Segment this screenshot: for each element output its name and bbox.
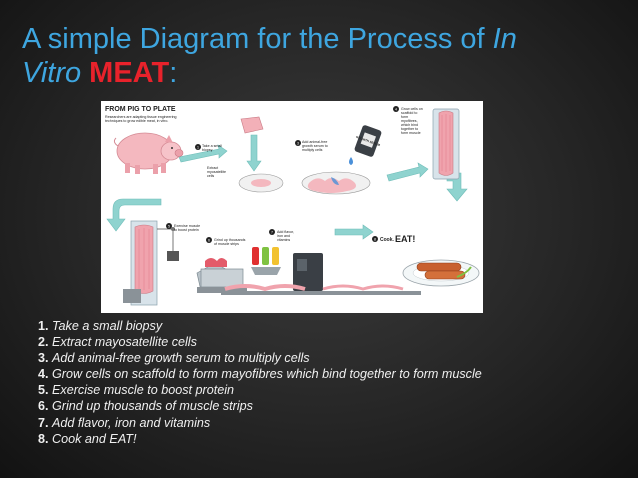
diagram-intro-line-2: techniques to grow edible meat, in vitro… (105, 119, 168, 123)
step-text: Take a small biopsy (52, 319, 163, 333)
step-number: 4 (395, 107, 397, 111)
step-text: Add animal-free growth serum to multiply… (52, 351, 310, 366)
step-num: 8. (38, 431, 49, 446)
label-scaffold-5: which bind (401, 123, 418, 127)
diagram-intro-line-1: Researchers are adapting tissue engineer… (105, 115, 177, 119)
title-vitro: Vitro (22, 57, 82, 89)
diagram-heading: FROM PIG TO PLATE (105, 106, 176, 113)
step-num: 6. (38, 399, 49, 414)
title-colon: : (169, 57, 178, 89)
step-text: Grind up thousands of muscle strips (52, 399, 253, 414)
label-biopsy-1: Take a small (202, 144, 222, 148)
process-step: 4. Grow cells on scaffold to form mayofi… (38, 366, 628, 382)
arrow-icon (106, 198, 162, 232)
arrow-icon (386, 162, 429, 182)
label-scaffold-1: Grow cells on (401, 107, 423, 111)
step-number: 3 (297, 141, 299, 145)
title-part-1: A simple Diagram for the Process of (22, 23, 493, 55)
plate-with-sausages (402, 259, 480, 287)
process-step: 5. Exercise muscle to boost protein (38, 382, 628, 398)
step-number-circle (295, 140, 301, 146)
label-exercise-1: Exercise muscle (174, 224, 200, 228)
process-step: 7. Add flavor, iron and vitamins (38, 415, 628, 431)
label-scaffold-3: form (401, 115, 408, 119)
step-number-circle (372, 236, 378, 242)
growth-serum-bottle: GROWTH SERUM (349, 125, 382, 165)
step-num: 3. (38, 351, 49, 366)
label-biopsy-2: biopsy (202, 148, 213, 152)
process-step: 6. Grind up thousands of muscle strips (38, 398, 628, 414)
label-serum-2: growth serum to (302, 144, 328, 148)
flavor-bottles (251, 247, 281, 275)
step-num: 5. (38, 383, 49, 398)
process-step: 2. Extract mayosatellite cells (38, 334, 628, 350)
process-steps-list: 1. Take a small biopsy 2. Extract mayosa… (38, 318, 628, 447)
conveyor-belt (221, 284, 421, 295)
label-flavor-2: iron and (277, 234, 290, 238)
label-exercise-2: to boost protein (174, 228, 199, 232)
process-step: 8. Cook and EAT! (38, 431, 628, 447)
label-eat: EAT! (395, 234, 415, 244)
label-extract-3: cells (207, 174, 214, 178)
step-number-circle (206, 237, 212, 243)
flow-arrows (106, 134, 468, 240)
step-num: 7. (38, 415, 49, 430)
title-meat: MEAT (89, 57, 170, 89)
step-num: 4. (38, 367, 49, 382)
label-serum-3: multiply cells (302, 148, 323, 152)
slide-title: A simple Diagram for the Process of In V… (22, 22, 622, 90)
step-number: 5 (168, 224, 170, 228)
step-num: 1. (38, 319, 49, 333)
label-grind-1: Grind up thousands (214, 238, 246, 242)
step-text: Add flavor, iron and vitamins (52, 415, 211, 430)
grinder-machine (196, 258, 247, 293)
scaffold-muscle (432, 108, 460, 180)
label-serum-1: Add animal-free (302, 140, 327, 144)
process-step: 1. Take a small biopsy (38, 318, 628, 334)
process-step: 3. Add animal-free growth serum to multi… (38, 350, 628, 366)
step-number: 7 (271, 230, 273, 234)
step-number-circle (195, 144, 201, 150)
step-number: 1 (197, 145, 199, 149)
label-extract-2: myosatellite (207, 170, 226, 174)
step-text: Exercise muscle to boost protein (52, 383, 235, 398)
diagram-canvas: FROM PIG TO PLATE Researchers are adapti… (105, 106, 480, 306)
step-text: Extract mayosatellite cells (52, 335, 197, 350)
step-number-circle (166, 223, 172, 229)
step-number: 6 (208, 238, 210, 242)
arrow-icon (178, 144, 228, 163)
label-scaffold-7: form muscle (401, 131, 421, 135)
step-number: 8 (374, 237, 376, 241)
title-in: In (492, 23, 517, 55)
label-grind-2: of muscle strips (214, 242, 239, 246)
step-number-circle (393, 106, 399, 112)
step-text: Cook and EAT! (52, 431, 137, 446)
arrow-icon (446, 172, 468, 202)
arrow-icon (334, 224, 374, 240)
step-text: Grow cells on scaffold to form mayofibre… (52, 367, 482, 382)
label-scaffold-2: scaffold to (401, 111, 417, 115)
label-scaffold-6: together to (401, 127, 418, 131)
label-extract-1: Extract (207, 166, 218, 170)
pig-illustration (113, 132, 184, 174)
petri-dishes (238, 171, 371, 195)
step-number-circle (269, 229, 275, 235)
biopsy-sample (240, 116, 264, 134)
exercise-rig (123, 220, 179, 306)
label-flavor-3: vitamins (277, 238, 290, 242)
label-scaffold-4: myofibres, (401, 119, 418, 123)
pig-to-plate-diagram: FROM PIG TO PLATE Researchers are adapti… (101, 101, 483, 313)
label-flavor-1: Add flavor, (277, 230, 294, 234)
step-num: 2. (38, 335, 49, 350)
label-cook: Cook. (380, 237, 395, 243)
arrow-icon (246, 134, 262, 172)
